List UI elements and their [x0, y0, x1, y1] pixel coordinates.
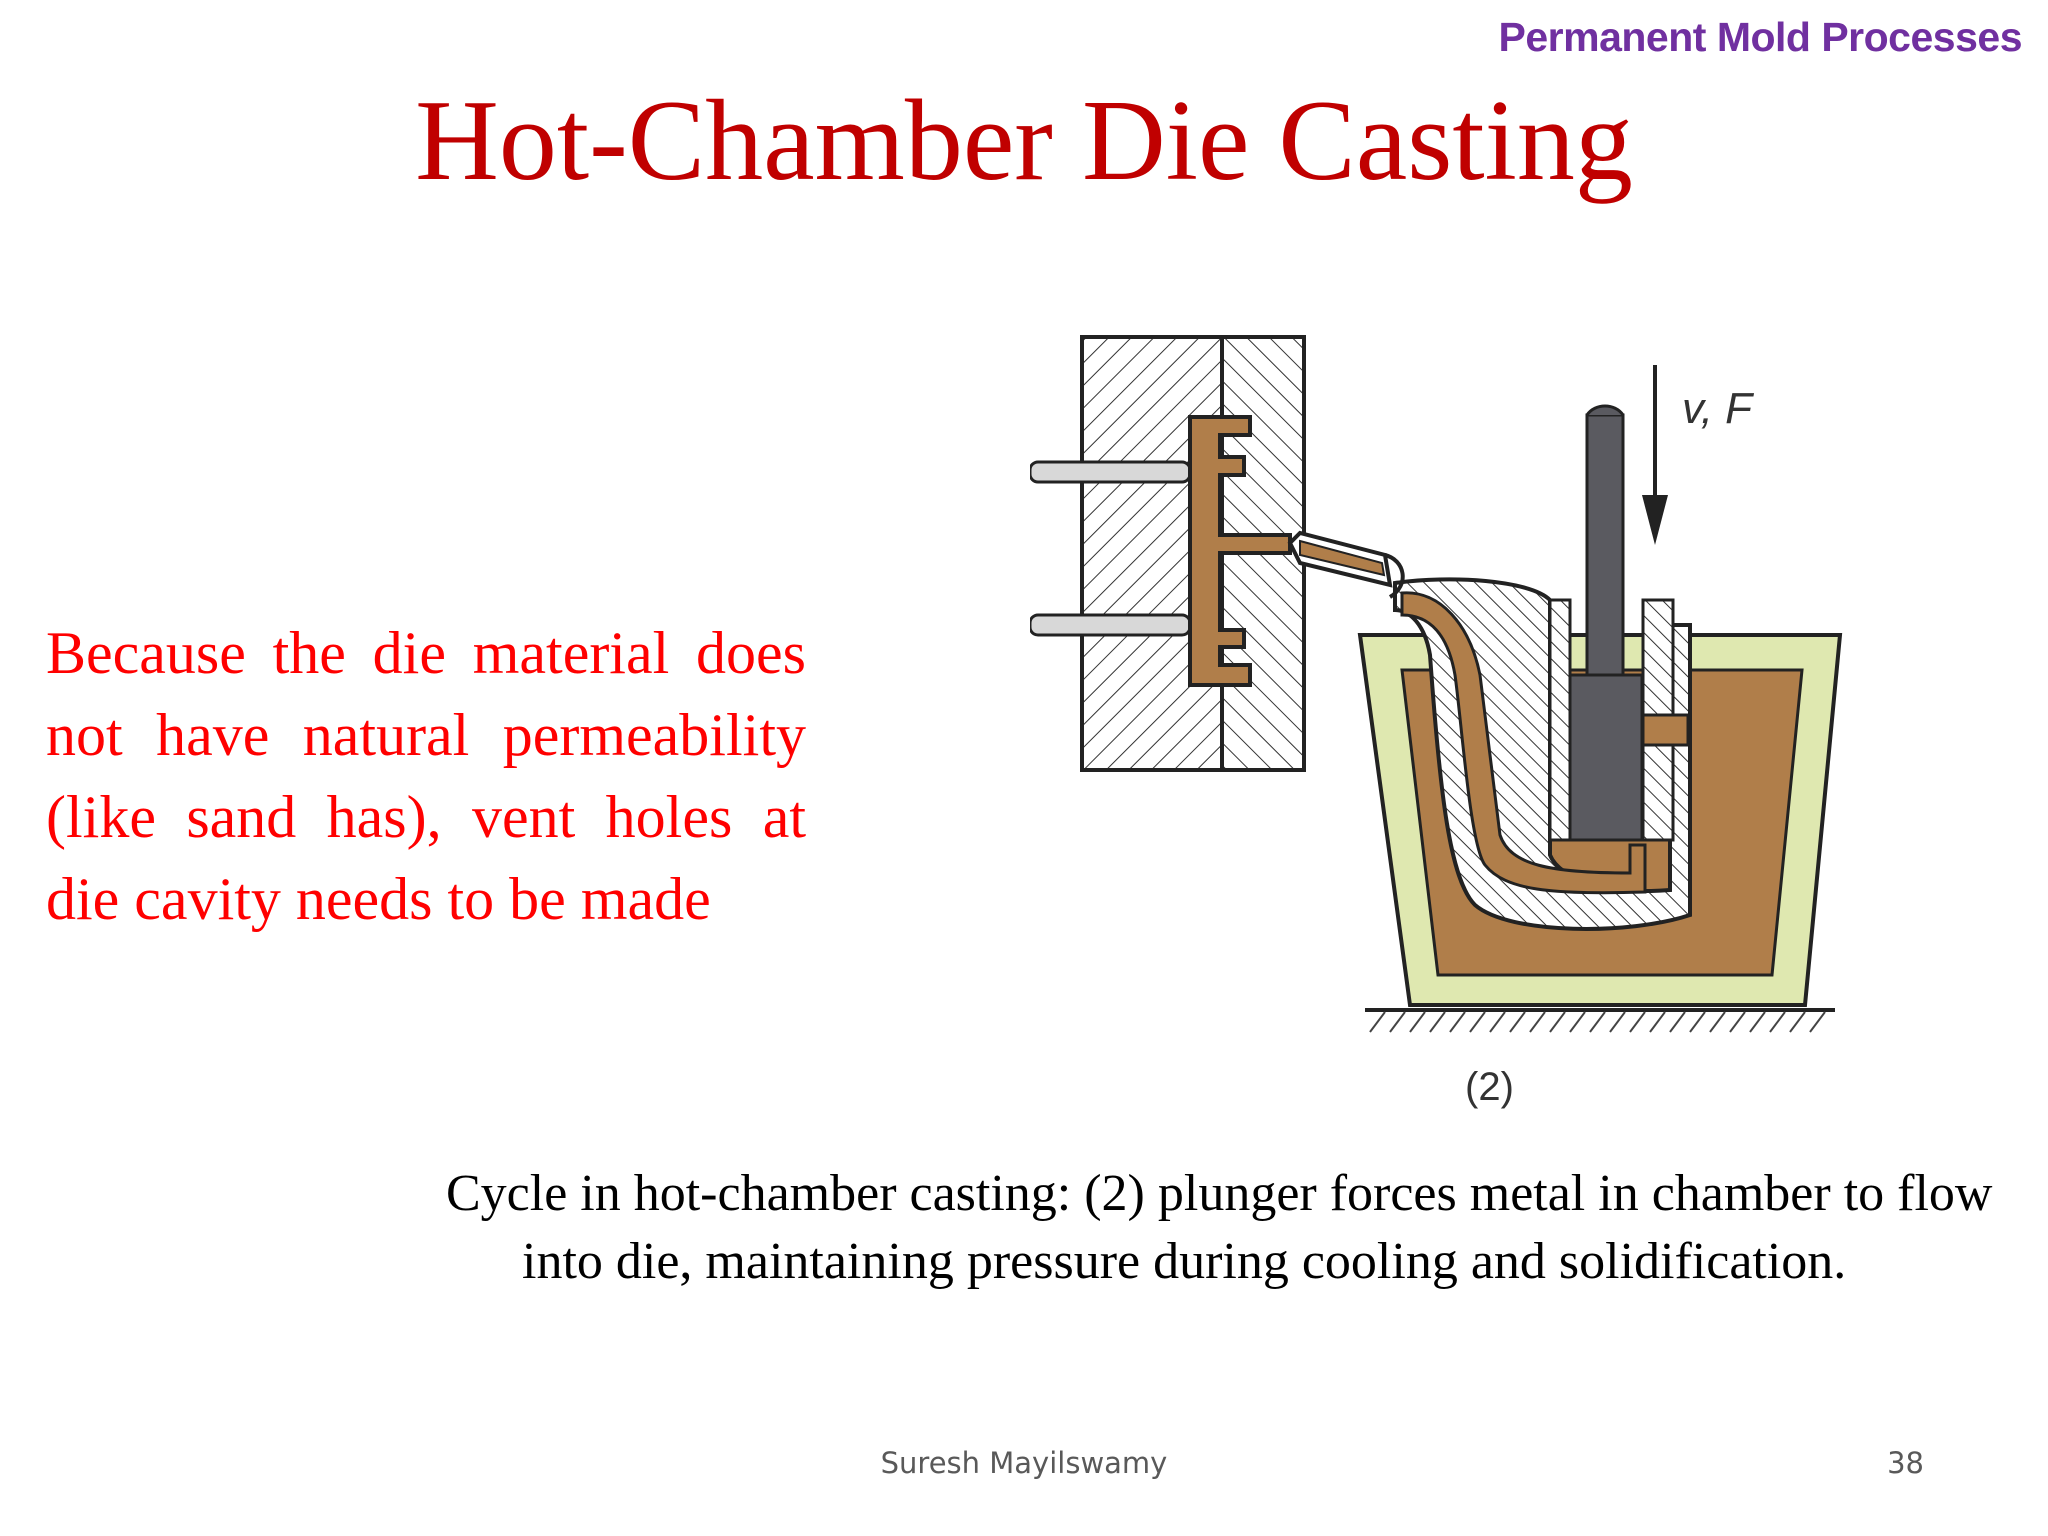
ejector-pin-lower [1030, 613, 1192, 637]
page-number: 38 [1887, 1446, 1924, 1480]
step-label: (2) [1465, 1065, 1514, 1109]
body-text-vent-holes: Because the die material does not have n… [46, 620, 806, 932]
die-cavity-casting [1188, 415, 1292, 687]
force-label: v, F [1682, 384, 1754, 433]
force-arrow-icon [1642, 365, 1668, 545]
section-tag: Permanent Mold Processes [1498, 14, 2023, 60]
plunger-cylinder [1548, 598, 1690, 842]
hot-chamber-die-casting-diagram: v, F [1030, 325, 1880, 1145]
ejector-pin-upper [1030, 460, 1192, 484]
slide-title: Hot-Chamber Die Casting [415, 77, 1633, 205]
nozzle [1287, 530, 1405, 599]
figure-caption: Cycle in hot-chamber casting: (2) plunge… [446, 1165, 1993, 1290]
plunger [1568, 404, 1644, 842]
ground-line [1365, 1008, 1835, 1033]
metal-channel [1400, 591, 1647, 895]
footer-author: Suresh Mayilswamy [880, 1446, 1168, 1480]
